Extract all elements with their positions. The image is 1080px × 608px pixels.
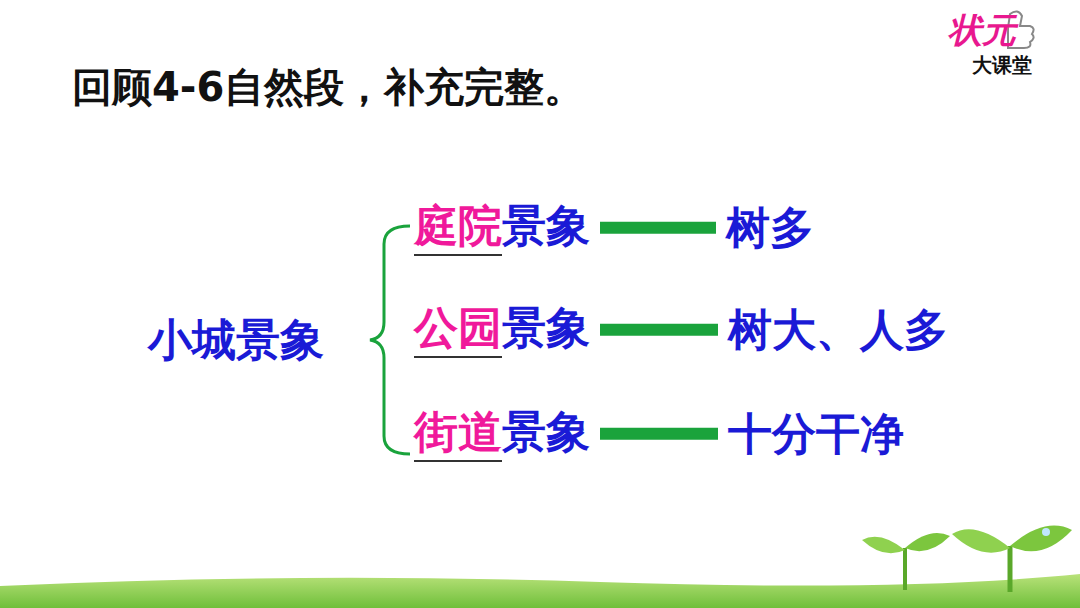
sprout [862, 533, 950, 590]
grass-band [0, 574, 1080, 608]
connector-bar [600, 324, 718, 336]
logo-text: 状元 [948, 8, 1016, 54]
answer-text: 街道 [414, 407, 502, 462]
title: 回顾4-6自然段，补充完整。 [72, 60, 584, 115]
text-node: 小城景象 [148, 314, 324, 366]
node-text: 树大、人多 [728, 305, 948, 356]
node-text: 小城景象 [148, 315, 324, 366]
text-node: 树多 [726, 202, 814, 254]
connector-bar [600, 428, 718, 440]
fill-in-item: 街道景象 [414, 406, 590, 462]
sprout [952, 526, 1072, 592]
node-text: 景象 [502, 303, 590, 354]
node-text: 景象 [502, 407, 590, 458]
logo-subtext: 大课堂 [972, 52, 1032, 79]
text-node: 十分干净 [728, 408, 904, 460]
connector-bar [600, 222, 716, 234]
fill-in-item: 公园景象 [414, 302, 590, 358]
node-text: 树多 [726, 203, 814, 254]
text-node: 树大、人多 [728, 304, 948, 356]
node-text: 景象 [502, 201, 590, 252]
fill-in-item: 庭院景象 [414, 200, 590, 256]
answer-text: 庭院 [414, 201, 502, 256]
bracket [370, 226, 410, 454]
node-text: 十分干净 [728, 409, 904, 460]
answer-text: 公园 [414, 303, 502, 358]
